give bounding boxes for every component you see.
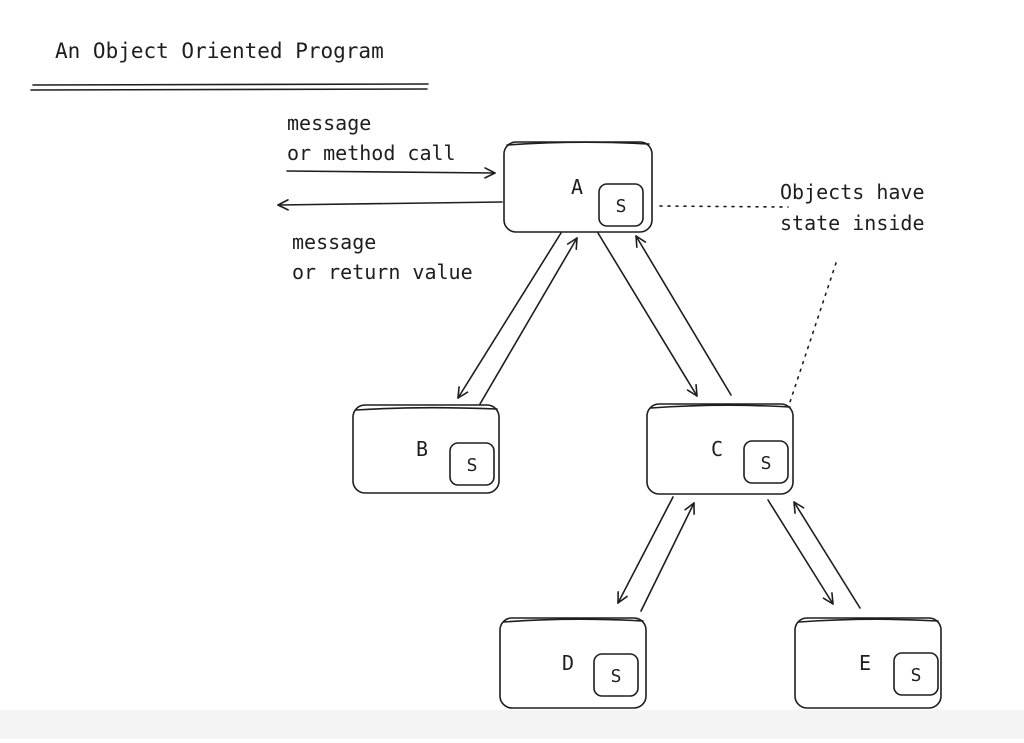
node-a-state-box: [598, 183, 644, 227]
node-e-label: E: [859, 651, 871, 675]
return-label-line1: message: [292, 230, 376, 254]
edge-c-d: [617, 496, 695, 612]
return-label-line2: or return value: [292, 260, 473, 284]
node-c: C S: [646, 403, 794, 495]
note-line1: Objects have: [780, 180, 925, 204]
edge-a-b: [457, 232, 578, 405]
node-d-label: D: [562, 651, 574, 675]
note-line2: state inside: [780, 211, 925, 235]
node-b-label: B: [416, 437, 428, 461]
title-underline: [30, 83, 429, 91]
node-b-state: S: [467, 455, 478, 476]
node-d-state: S: [611, 666, 622, 687]
node-a: A S: [503, 141, 653, 233]
edge-c-e: [767, 499, 861, 609]
edge-a-c: [597, 232, 732, 397]
node-e-state: S: [911, 665, 922, 686]
call-label-line2: or method call: [287, 141, 456, 165]
node-c-state-box: [743, 440, 789, 484]
diagram-title: An Object Oriented Program: [55, 39, 384, 63]
node-d-state-box: [593, 653, 639, 697]
node-d: D S: [499, 617, 647, 709]
node-b-state-box: [449, 442, 495, 486]
node-a-state: S: [616, 196, 627, 217]
node-e: E S: [794, 617, 942, 709]
incoming-message-arrow: [286, 167, 496, 179]
call-label-line1: message: [287, 111, 371, 135]
note-connector-to-a: [659, 205, 789, 208]
node-c-state: S: [761, 453, 772, 474]
note-connector-to-c: [789, 262, 837, 403]
node-a-label: A: [571, 175, 583, 199]
node-e-state-box: [893, 652, 939, 696]
node-b: B S: [352, 404, 500, 494]
bottom-strip: [0, 710, 1024, 739]
node-c-label: C: [711, 437, 723, 461]
return-value-arrow: [277, 199, 503, 211]
